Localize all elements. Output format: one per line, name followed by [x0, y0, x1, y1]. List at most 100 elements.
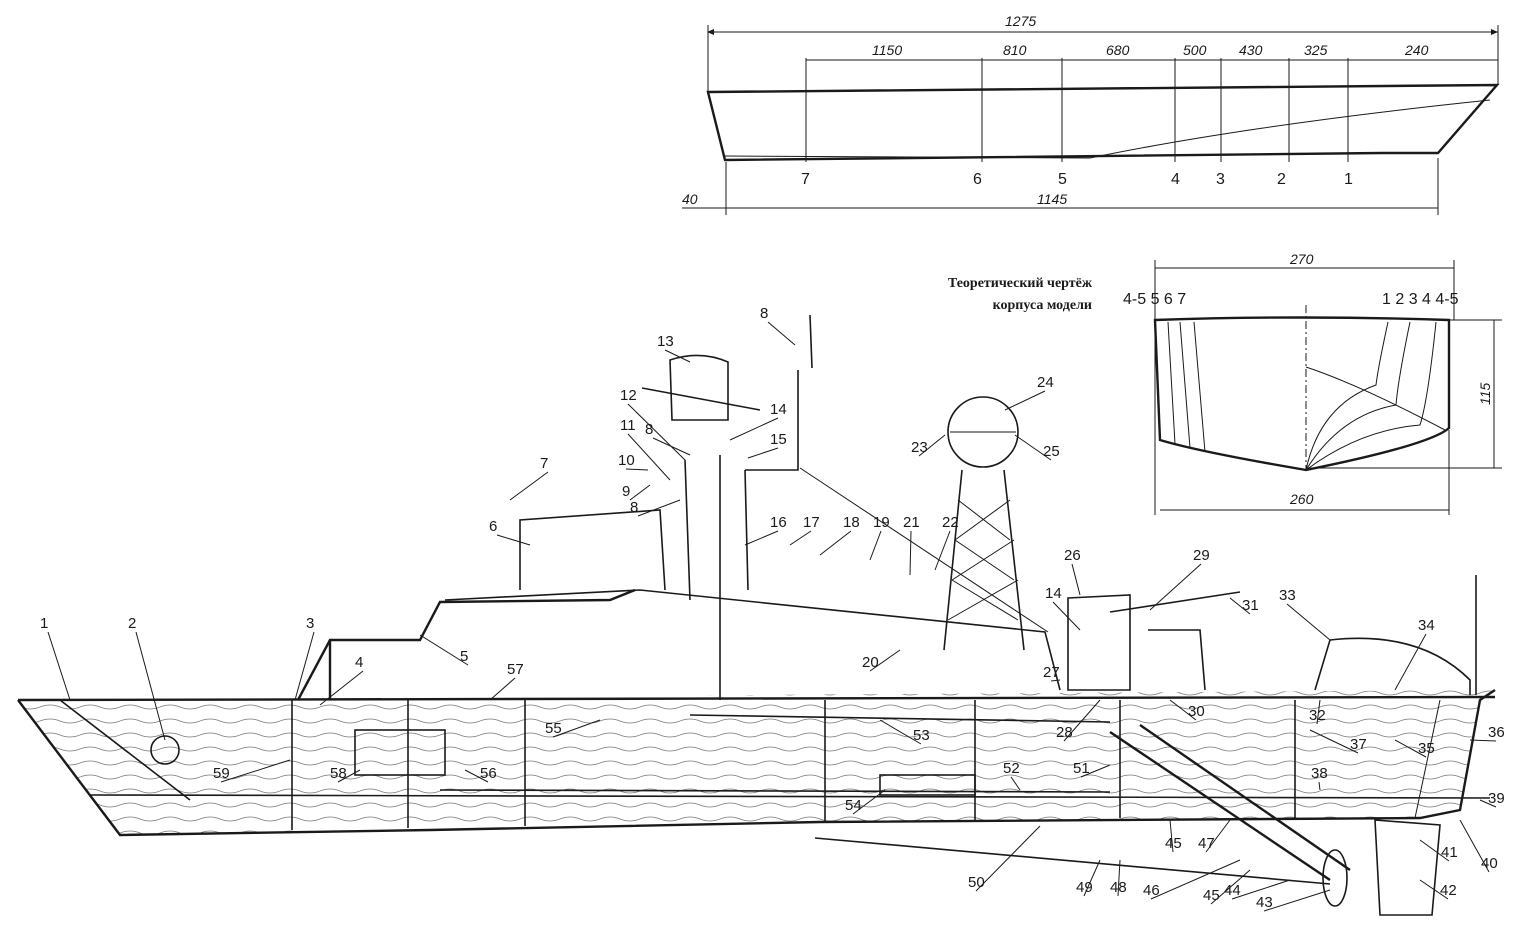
- callout-label: 45: [1203, 887, 1220, 904]
- callout-label: 34: [1418, 617, 1435, 634]
- callout-label: 53: [913, 727, 930, 744]
- callout-label: 48: [1110, 879, 1127, 896]
- deck-line: [17, 695, 1496, 702]
- callout-label: 1: [40, 615, 48, 632]
- callout-leader: [1469, 739, 1497, 742]
- stern-housing: [1314, 637, 1471, 695]
- callout-leader: [496, 534, 531, 546]
- gun-barrel: [1109, 591, 1241, 613]
- callout-label: 49: [1076, 879, 1093, 896]
- callout-leader: [625, 468, 649, 471]
- callout-label: 36: [1488, 724, 1505, 741]
- callout-leader: [819, 530, 852, 556]
- dim-height: 115: [1477, 382, 1493, 405]
- body-plan-outline: [1153, 316, 1451, 472]
- callout-leader: [1063, 699, 1101, 742]
- callout-leader: [1286, 603, 1331, 641]
- callout-leader: [652, 437, 691, 456]
- mast: [684, 459, 691, 601]
- station-label: 5: [1058, 171, 1067, 188]
- callout-label: 28: [1056, 724, 1073, 741]
- callout-label: 16: [770, 514, 787, 531]
- callout-label: 8: [645, 421, 653, 438]
- propeller-shaft: [1109, 731, 1331, 881]
- callout-leader: [1083, 859, 1101, 897]
- callout-label: 13: [657, 333, 674, 350]
- section-line: [1305, 366, 1446, 431]
- callout-label: 5: [460, 648, 468, 665]
- station-label: 1: [1344, 171, 1353, 188]
- callout-leader: [1229, 597, 1251, 615]
- section-line: [1167, 321, 1176, 445]
- superstructure-front: [296, 588, 636, 701]
- callout-label: 50: [968, 874, 985, 891]
- stern-line: [1414, 699, 1441, 819]
- callout-label: 46: [1143, 882, 1160, 899]
- callout-leader: [509, 471, 549, 501]
- bow-stem: [59, 699, 191, 801]
- dim-segment: 430: [1239, 42, 1263, 58]
- station-label: 4: [1171, 171, 1180, 188]
- section-line: [1305, 321, 1411, 471]
- callout-label: 37: [1350, 736, 1367, 753]
- callout-label: 11: [620, 417, 636, 434]
- top-mast: [745, 370, 799, 471]
- callout-label: 6: [489, 518, 497, 535]
- top-hull-view: 1275 1150 810 680 500 430 325 240 7 6 5 …: [682, 13, 1500, 215]
- callout-label: 12: [620, 387, 637, 404]
- dim-segment: 680: [1106, 42, 1130, 58]
- lattice-tower: [943, 469, 1025, 651]
- callout-label: 39: [1488, 790, 1505, 807]
- callout-leader: [627, 433, 671, 481]
- body-plan: 270 4-5 5 6 7 1 2 3 4 4-5 115 260: [1123, 251, 1502, 515]
- callout-leader: [1071, 563, 1081, 596]
- callout-leader: [744, 530, 779, 546]
- body-plan-right-labels: 1 2 3 4 4-5: [1382, 291, 1459, 308]
- callout-label: 57: [507, 661, 524, 678]
- rudder: [1374, 819, 1441, 916]
- callout-label: 25: [1043, 443, 1060, 460]
- callout-label: 18: [843, 514, 860, 531]
- callout-label: 51: [1073, 760, 1090, 777]
- callout-leader: [1419, 839, 1450, 862]
- stay-wire: [799, 467, 1049, 633]
- rod-53: [689, 714, 1111, 723]
- callout-leader: [869, 530, 882, 561]
- mast-rear: [744, 469, 749, 591]
- section-line: [1305, 321, 1437, 471]
- callout-label: 21: [903, 514, 920, 531]
- keel-strut: [814, 837, 1331, 885]
- callout-leader: [934, 530, 951, 571]
- callout-label: 58: [330, 765, 347, 782]
- callout-leader: [664, 349, 691, 363]
- side-profile: [17, 314, 1496, 916]
- callout-leader: [629, 484, 651, 501]
- callout-leader: [627, 403, 686, 461]
- callout-leader: [1050, 679, 1061, 682]
- callout-label: 45: [1165, 835, 1182, 852]
- sphere-radar: [947, 396, 1019, 468]
- callout-leader: [1318, 781, 1321, 791]
- dim-segment: 325: [1304, 42, 1328, 58]
- dim-base-length: 1145: [1037, 191, 1067, 207]
- callout-label: 31: [1242, 597, 1259, 614]
- bridge-block: [519, 509, 666, 591]
- callout-label: 17: [803, 514, 820, 531]
- lattice-bracing: [947, 499, 1019, 621]
- callout-label: 29: [1193, 547, 1210, 564]
- callout-leader: [879, 719, 922, 745]
- dim-segment: 240: [1404, 42, 1429, 58]
- callout-leader: [975, 825, 1041, 892]
- callout-label: 41: [1441, 844, 1458, 861]
- caption: Теоретический чертёж корпуса модели: [948, 276, 1093, 313]
- callout-leader: [789, 530, 812, 546]
- callout-label: 23: [911, 439, 928, 456]
- callout-leader: [852, 789, 886, 815]
- propeller-shaft-tube: [1139, 724, 1351, 871]
- rod-52: [439, 789, 1111, 793]
- dim-overall-length: 1275: [1005, 13, 1036, 29]
- callout-leader: [1205, 819, 1231, 853]
- callout-leader: [552, 719, 601, 738]
